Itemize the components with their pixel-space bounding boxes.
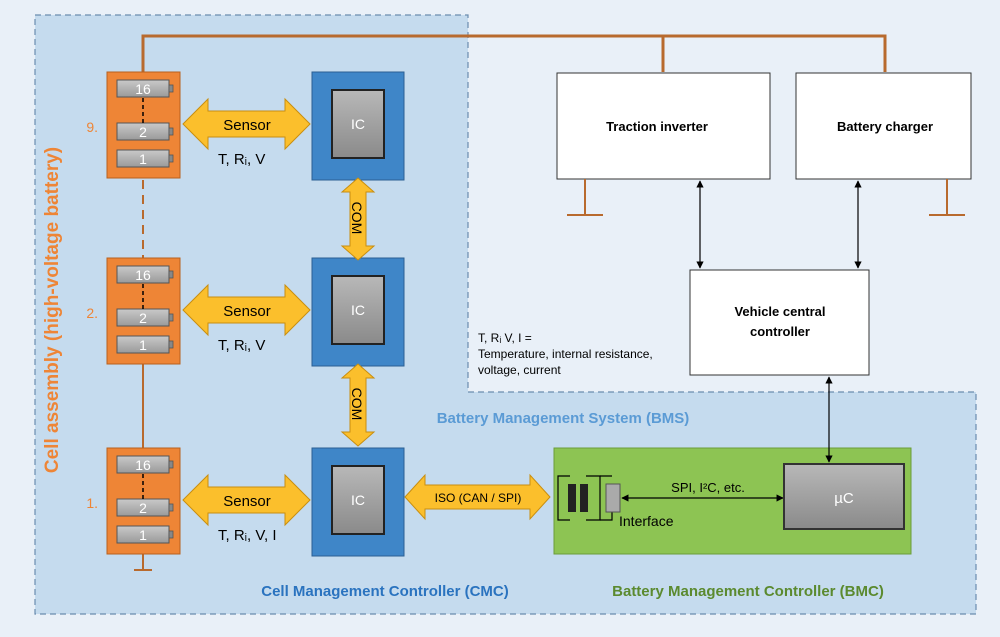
inverter-ground xyxy=(567,179,603,216)
isolator-icon xyxy=(557,475,621,521)
com-arrow-lower: COM xyxy=(340,363,376,447)
cell-label: 16 xyxy=(135,457,151,473)
ic-chip-icon xyxy=(331,465,385,535)
cell-assembly-title: Cell assembly (high-voltage battery) xyxy=(42,147,63,473)
ic-label: IC xyxy=(351,492,365,508)
battery-terminal xyxy=(168,84,174,93)
sensor-params: T, Rᵢ, V xyxy=(218,151,265,168)
cell-label: 1 xyxy=(139,527,147,543)
traction-inverter-box xyxy=(556,72,771,180)
spi-label: SPI, I²C, etc. xyxy=(671,480,745,495)
ic-label: IC xyxy=(351,302,365,318)
battery-terminal xyxy=(168,270,174,279)
cell-label: 16 xyxy=(135,267,151,283)
uc-label: µC xyxy=(834,490,854,507)
cell-label: 1 xyxy=(139,151,147,167)
module-index-label: 2. xyxy=(86,305,98,321)
cell-label: 1 xyxy=(139,337,147,353)
battery-terminal xyxy=(168,313,174,322)
iso-label: ISO (CAN / SPI) xyxy=(435,491,522,505)
uc-box xyxy=(783,463,905,530)
charger-ground xyxy=(929,179,965,216)
traction-inverter-label: Traction inverter xyxy=(606,119,708,134)
module-3: 1. 16 2 1 Sensor T, Rᵢ, V, I IC xyxy=(86,447,405,557)
sensor-label: Sensor xyxy=(223,117,271,134)
interface-label: Interface xyxy=(619,513,674,529)
hv-bus-wire xyxy=(141,34,887,72)
ic-chip-icon xyxy=(331,275,385,345)
battery-charger-box xyxy=(795,72,972,180)
legend-line-3: voltage, current xyxy=(478,363,561,377)
sensor-label: Sensor xyxy=(223,303,271,320)
cell-label: 2 xyxy=(139,310,147,326)
sensor-arrow xyxy=(182,97,311,151)
battery-terminal xyxy=(168,340,174,349)
sensor-label: Sensor xyxy=(223,493,271,510)
com-label-upper: COM xyxy=(349,202,365,235)
iso-arrow: ISO (CAN / SPI) xyxy=(404,473,551,521)
sensor-params: T, Rᵢ, V, I xyxy=(218,527,277,544)
com-arrow-upper: COM xyxy=(340,177,376,261)
com-label-lower: COM xyxy=(349,388,365,421)
module-index-label: 1. xyxy=(86,495,98,511)
sensor-params: T, Rᵢ, V xyxy=(218,337,265,354)
sensor-arrow xyxy=(182,473,311,527)
battery-charger-label: Battery charger xyxy=(837,119,933,134)
battery-terminal xyxy=(168,127,174,136)
battery-terminal xyxy=(168,154,174,163)
vehicle-controller-label-2: controller xyxy=(750,324,810,339)
bms-label: Battery Management System (BMS) xyxy=(437,410,690,427)
cell-label: 2 xyxy=(139,124,147,140)
legend-line-1: T, Rᵢ V, I = xyxy=(478,331,532,345)
vehicle-controller-box xyxy=(689,269,870,376)
vehicle-controller-label-1: Vehicle central xyxy=(734,304,825,319)
ic-chip-icon xyxy=(331,89,385,159)
battery-terminal xyxy=(168,460,174,469)
cmc-label: Cell Management Controller (CMC) xyxy=(261,583,509,600)
cell-label: 16 xyxy=(135,81,151,97)
ic-label: IC xyxy=(351,116,365,132)
cell-label: 2 xyxy=(139,500,147,516)
battery-terminal xyxy=(168,503,174,512)
module-2: 2. 16 2 1 Sensor T, Rᵢ, V IC xyxy=(86,257,405,367)
module-index-label: 9. xyxy=(86,119,98,135)
module-1: 9. 16 2 1 Sensor T, Rᵢ, V IC xyxy=(86,71,405,181)
sensor-arrow xyxy=(182,283,311,337)
battery-terminal xyxy=(168,530,174,539)
bmc-label: Battery Management Controller (BMC) xyxy=(612,583,884,600)
legend-line-2: Temperature, internal resistance, xyxy=(478,347,653,361)
